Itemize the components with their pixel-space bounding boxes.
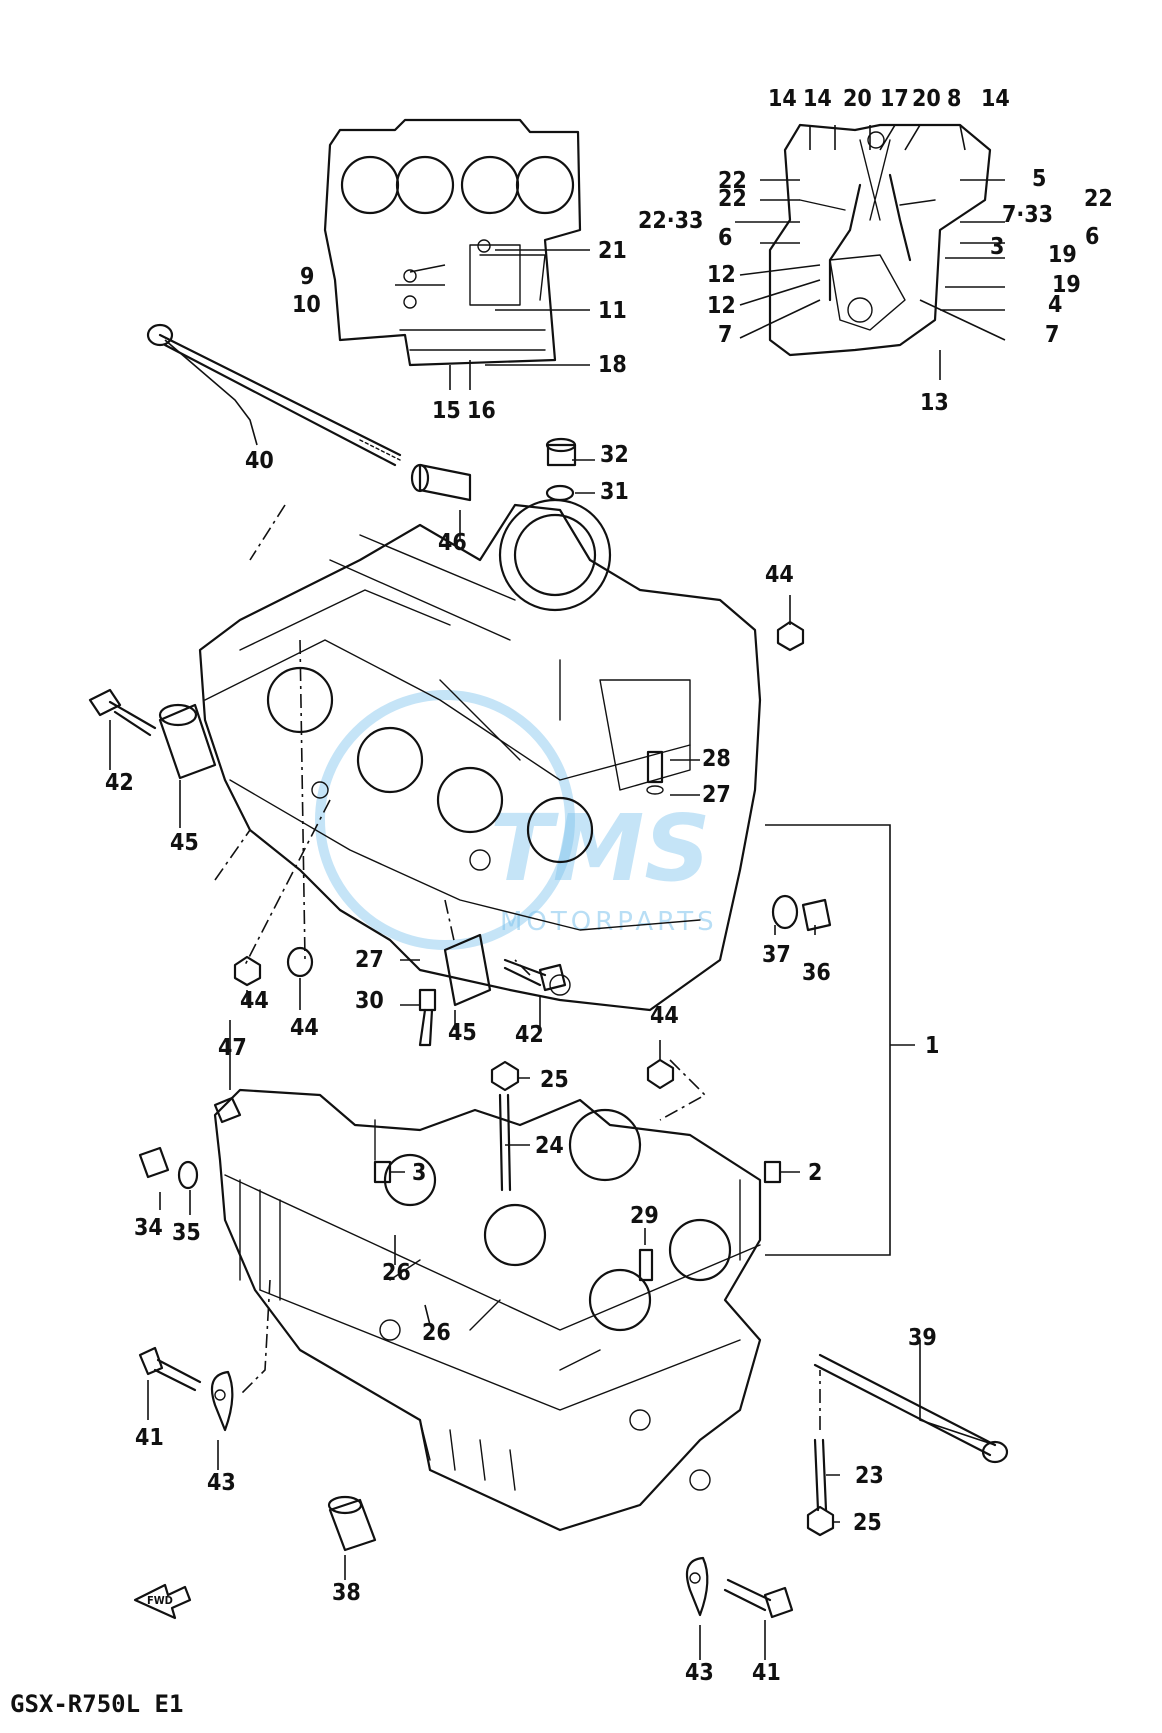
label-38: 38: [332, 1580, 361, 1606]
label-22b: 22: [718, 186, 747, 212]
label-12b: 12: [707, 293, 736, 319]
label-44d: 44: [650, 1003, 679, 1029]
label-32: 32: [600, 442, 629, 468]
label-8: 8: [947, 86, 961, 112]
label-28: 28: [702, 746, 731, 772]
label-17: 17: [880, 86, 909, 112]
label-7b: 7: [1045, 322, 1059, 348]
label-11: 11: [598, 298, 627, 324]
parts: FWD: [88, 323, 1009, 1620]
label-47: 47: [218, 1035, 247, 1061]
label-25a: 25: [540, 1067, 569, 1093]
label-4: 4: [1048, 292, 1062, 318]
label-44a: 44: [765, 562, 794, 588]
label-46: 46: [438, 530, 467, 556]
label-39: 39: [908, 1325, 937, 1351]
label-41a: 41: [135, 1425, 164, 1451]
label-9: 9: [300, 264, 314, 290]
model-code: GSX-R750L E1: [10, 1690, 183, 1718]
label-3: 3: [412, 1160, 426, 1186]
label-36: 36: [802, 960, 831, 986]
label-40: 40: [245, 448, 274, 474]
label-3b: 3: [990, 234, 1004, 260]
label-35: 35: [172, 1220, 201, 1246]
label-10: 10: [292, 292, 321, 318]
label-27b: 27: [355, 947, 384, 973]
watermark-sub: MOTORPARTS: [500, 907, 718, 937]
label-1: 1: [925, 1033, 939, 1059]
label-44c: 44: [290, 1015, 319, 1041]
leader-lines: [109, 124, 1006, 1660]
label-19b: 19: [1052, 272, 1081, 298]
label-13: 13: [920, 390, 949, 416]
label-5: 5: [1032, 166, 1046, 192]
label-12a: 12: [707, 262, 736, 288]
label-44b: 44: [240, 988, 269, 1014]
label-43a: 43: [207, 1470, 236, 1496]
label-24: 24: [535, 1133, 564, 1159]
label-43b: 43: [685, 1660, 714, 1686]
label-6a: 6: [718, 225, 732, 251]
label-2: 2: [808, 1160, 822, 1186]
label-22c: 22: [1084, 186, 1113, 212]
label-25b: 25: [853, 1510, 882, 1536]
lower-crankcase: [213, 1088, 762, 1532]
callout-labels: 1 2 3 3 34 35 4 5 6 6 7 7 7·33 8 9 10 11…: [105, 86, 1113, 1686]
label-21: 21: [598, 238, 627, 264]
label-18: 18: [598, 352, 627, 378]
label-20b: 20: [912, 86, 941, 112]
fwd-arrow-icon: [133, 1583, 192, 1620]
label-19a: 19: [1048, 242, 1077, 268]
inset-case-detail: [768, 123, 992, 357]
label-31: 31: [600, 479, 629, 505]
label-22-33: 22·33: [638, 208, 703, 234]
label-30: 30: [355, 988, 384, 1014]
label-45b: 45: [448, 1020, 477, 1046]
label-7-33: 7·33: [1002, 202, 1053, 228]
label-26a: 26: [382, 1260, 411, 1286]
label-45a: 45: [170, 830, 199, 856]
label-23: 23: [855, 1463, 884, 1489]
label-34: 34: [134, 1215, 163, 1241]
fwd-label: FWD: [147, 1594, 173, 1607]
label-29: 29: [630, 1203, 659, 1229]
label-7a: 7: [718, 322, 732, 348]
label-41b: 41: [752, 1660, 781, 1686]
label-14a: 14: [768, 86, 797, 112]
label-20a: 20: [843, 86, 872, 112]
inset-cylinder-block: [323, 118, 582, 367]
stud-40: [158, 333, 402, 467]
label-14b: 14: [803, 86, 832, 112]
label-6b: 6: [1085, 224, 1099, 250]
watermark: TMS MOTORPARTS: [315, 690, 718, 950]
label-22a: 22: [718, 168, 747, 194]
label-26b: 26: [422, 1320, 451, 1346]
watermark-brand: TMS: [490, 795, 711, 902]
label-42b: 42: [515, 1022, 544, 1048]
label-37: 37: [762, 942, 791, 968]
label-15: 15: [432, 398, 461, 424]
label-14c: 14: [981, 86, 1010, 112]
label-16: 16: [467, 398, 496, 424]
label-27a: 27: [702, 782, 731, 808]
label-42a: 42: [105, 770, 134, 796]
